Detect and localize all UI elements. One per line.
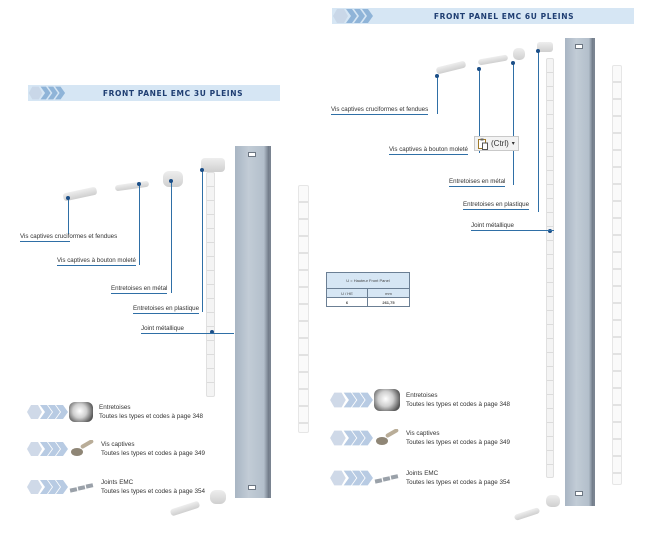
cross-slot-screw-image — [435, 60, 467, 75]
reference-title: Entretoises — [406, 392, 438, 399]
paste-options-label: (Ctrl) — [491, 139, 509, 148]
spec-table-header: mm — [366, 288, 411, 298]
emc-gasket-icon — [374, 474, 399, 484]
reference-subtitle: Toutes les types et codes à page 348 — [406, 401, 510, 408]
callout-plastic-spacers: Entretoises en plastique — [463, 201, 530, 210]
banner-title: FRONT PANEL EMC 3U PLEINS — [102, 88, 244, 98]
joint-dot — [210, 330, 214, 334]
joint-dot — [548, 229, 552, 233]
spec-table: U = Hauteur Front Panel U / HE mm 6 261,… — [326, 272, 411, 307]
callout-metal-spacers: Entretoises en métal — [111, 285, 168, 294]
reference-emc-joints: Joints EMC Toutes les types et codes à p… — [328, 469, 510, 487]
reference-subtitle: Toutes les types et codes à page 348 — [99, 413, 203, 420]
reference-title: Joints EMC — [101, 479, 134, 486]
plastic-spacer-image — [537, 42, 553, 52]
metal-spacer-image — [163, 171, 183, 187]
emc-gasket-strip — [612, 65, 622, 485]
reference-captive-screws: Vis captives Toutes les types et codes à… — [328, 429, 510, 447]
knurled-screw-image — [477, 54, 509, 66]
chevron-arrows-icon — [27, 442, 68, 456]
reference-captive-screws: Vis captives Toutes les types et codes à… — [25, 440, 205, 458]
reference-subtitle: Toutes les types et codes à page 349 — [101, 450, 205, 457]
reference-subtitle: Toutes les types et codes à page 354 — [406, 479, 510, 486]
spec-table-header: U / HE — [326, 288, 368, 298]
plastic-spacer-image — [201, 158, 225, 172]
callout-cross-slot-screws: Vis captives cruciformes et fendues — [331, 106, 429, 115]
banner-6u: FRONT PANEL EMC 6U PLEINS — [332, 8, 634, 24]
reference-emc-joints: Joints EMC Toutes les types et codes à p… — [25, 478, 205, 496]
emc-gasket-icon — [69, 483, 94, 493]
loose-screw-image — [513, 507, 541, 521]
spec-table-cell: 261,75 — [366, 297, 411, 307]
banner-3u: FRONT PANEL EMC 3U PLEINS — [28, 85, 280, 101]
front-panel-3u-image — [235, 146, 271, 498]
metal-joint-strip — [546, 58, 554, 478]
callout-plastic-spacers: Entretoises en plastique — [133, 305, 200, 314]
callout-knurled-screws: Vis captives à bouton moleté — [57, 257, 136, 266]
metal-spacer-image — [513, 48, 525, 60]
clipboard-paste-icon — [478, 138, 488, 150]
spacer-icon — [374, 389, 400, 411]
spec-table-cell: 6 — [326, 297, 368, 307]
dropdown-arrow-icon: ▾ — [511, 141, 515, 147]
front-panel-6u-image — [565, 38, 595, 506]
chevron-arrows-icon — [330, 392, 373, 408]
spec-table-title: U = Hauteur Front Panel — [326, 272, 410, 289]
reference-title: Joints EMC — [406, 470, 439, 477]
captive-screw-icon — [71, 440, 94, 456]
callout-knurled-screws: Vis captives à bouton moleté — [389, 146, 468, 155]
paste-options-button[interactable]: (Ctrl) ▾ — [474, 136, 519, 151]
loose-spacer-image — [210, 490, 226, 504]
callout-metal-spacers: Entretoises en métal — [449, 178, 506, 187]
chevron-arrows-icon — [330, 470, 373, 486]
emc-gasket-strip — [298, 185, 309, 433]
loose-screw-image — [169, 500, 201, 517]
callout-metal-joint: Joint métallique — [141, 325, 234, 334]
chevron-arrows-icon — [27, 480, 68, 494]
callout-metal-joint: Joint métallique — [471, 222, 554, 231]
reference-subtitle: Toutes les types et codes à page 354 — [101, 488, 205, 495]
callout-cross-slot-screws: Vis captives cruciformes et fendues — [20, 233, 118, 242]
spacer-icon — [69, 402, 93, 422]
table-row: 6 261,75 — [326, 297, 411, 307]
knurled-screw-image — [114, 180, 150, 192]
reference-spacers: Entretoises Toutes les types et codes à … — [25, 402, 203, 422]
captive-screw-icon — [376, 429, 399, 445]
metal-joint-strip — [206, 172, 215, 397]
reference-title: Vis captives — [406, 430, 440, 437]
reference-title: Entretoises — [99, 404, 131, 411]
banner-title: FRONT PANEL EMC 6U PLEINS — [433, 11, 575, 21]
loose-spacer-image — [546, 495, 560, 507]
reference-spacers: Entretoises Toutes les types et codes à … — [328, 389, 510, 411]
chevron-arrows-icon — [27, 405, 68, 419]
chevron-arrows-icon — [333, 9, 373, 23]
chevron-arrows-icon — [28, 86, 66, 100]
reference-title: Vis captives — [101, 441, 135, 448]
chevron-arrows-icon — [330, 430, 373, 446]
reference-subtitle: Toutes les types et codes à page 349 — [406, 439, 510, 446]
